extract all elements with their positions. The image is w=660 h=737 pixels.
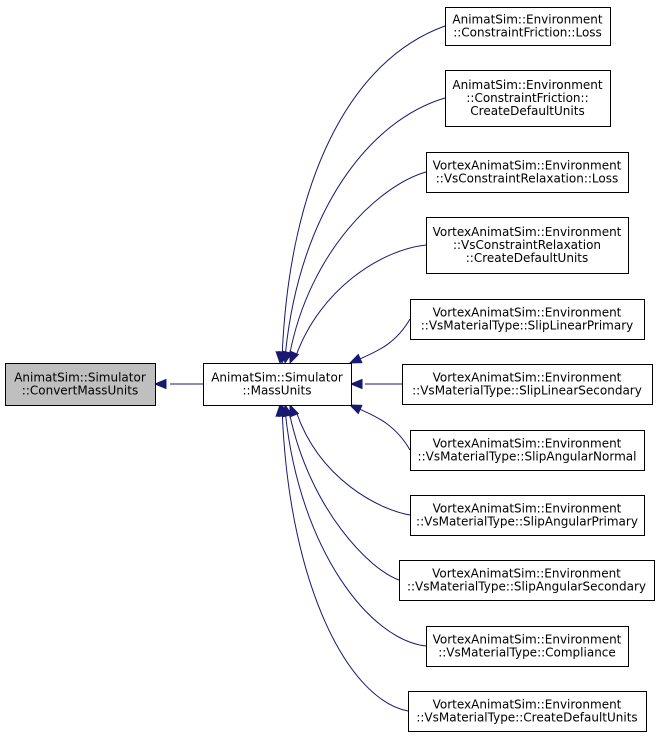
edge-caller-to-hub xyxy=(348,318,411,364)
caller-node-box xyxy=(426,152,629,193)
caller-node[interactable]: VortexAnimatSim::Environment::VsMaterial… xyxy=(410,430,645,471)
hub-node-label: ::MassUnits xyxy=(243,384,312,398)
caller-node-label: VortexAnimatSim::Environment xyxy=(433,437,622,451)
caller-node-label: VortexAnimatSim::Environment xyxy=(433,159,622,173)
caller-node-label: VortexAnimatSim::Environment xyxy=(433,225,622,239)
caller-node[interactable]: AnimatSim::Environment::ConstraintFricti… xyxy=(445,70,611,127)
caller-node-box xyxy=(399,560,655,601)
caller-node-label: ::CreateDefaultUnits xyxy=(466,251,588,265)
nodes-layer: AnimatSim::Simulator::ConvertMassUnitsAn… xyxy=(5,7,655,732)
caller-node-box xyxy=(408,691,647,732)
caller-node-label: ::VsMaterialType::SlipAngularNormal xyxy=(418,450,637,464)
caller-node-label: CreateDefaultUnits xyxy=(470,104,584,118)
focus-node-label: ::ConvertMassUnits xyxy=(22,384,138,398)
caller-node[interactable]: VortexAnimatSim::Environment::VsMaterial… xyxy=(410,299,645,340)
caller-node[interactable]: VortexAnimatSim::Environment::VsMaterial… xyxy=(410,495,645,536)
caller-node-box xyxy=(402,364,653,405)
hub-node[interactable]: AnimatSim::Simulator::MassUnits xyxy=(203,363,352,406)
caller-node[interactable]: VortexAnimatSim::Environment::VsMaterial… xyxy=(399,560,655,601)
caller-node-box xyxy=(410,299,645,340)
caller-node-label: VortexAnimatSim::Environment xyxy=(433,633,622,647)
caller-node-label: VortexAnimatSim::Environment xyxy=(432,567,621,581)
caller-node[interactable]: AnimatSim::Environment::ConstraintFricti… xyxy=(445,7,611,46)
hub-node-box xyxy=(203,363,352,406)
hub-node-label: AnimatSim::Simulator xyxy=(211,371,343,385)
caller-node-label: ::VsMaterialType::SlipAngularPrimary xyxy=(416,515,638,529)
focus-node[interactable]: AnimatSim::Simulator::ConvertMassUnits xyxy=(5,363,156,406)
edge-caller-to-hub xyxy=(349,378,402,390)
caller-node-label: VortexAnimatSim::Environment xyxy=(433,371,622,385)
caller-node-box xyxy=(445,70,611,127)
caller-node[interactable]: VortexAnimatSim::Environment::VsConstrai… xyxy=(426,152,629,193)
edge-hub-to-focus xyxy=(153,378,203,390)
caller-node[interactable]: VortexAnimatSim::Environment::VsMaterial… xyxy=(408,691,647,732)
caller-node-label: ::ConstraintFriction:: xyxy=(466,91,588,105)
caller-node-label: AnimatSim::Environment xyxy=(452,78,603,92)
caller-node-label: ::VsMaterialType::SlipLinearPrimary xyxy=(421,319,634,333)
edges-layer xyxy=(153,25,446,712)
caller-node-label: ::VsConstraintRelaxation xyxy=(453,238,601,252)
caller-node-label: ::VsConstraintRelaxation::Loss xyxy=(436,172,618,186)
caller-node-label: AnimatSim::Environment xyxy=(452,13,603,27)
caller-node-label: ::VsMaterialType::Compliance xyxy=(438,646,616,660)
caller-node-label: VortexAnimatSim::Environment xyxy=(433,306,622,320)
edge-caller-to-hub xyxy=(289,403,411,516)
caller-node-box xyxy=(445,7,611,46)
caller-node-label: ::VsMaterialType::SlipLinearSecondary xyxy=(412,384,642,398)
caller-node-box xyxy=(426,626,629,667)
caller-node-box xyxy=(426,217,629,274)
caller-node-label: VortexAnimatSim::Environment xyxy=(433,502,622,516)
caller-node[interactable]: VortexAnimatSim::Environment::VsMaterial… xyxy=(426,626,629,667)
focus-node-box xyxy=(5,363,156,406)
caller-node[interactable]: VortexAnimatSim::Environment::VsMaterial… xyxy=(402,364,653,405)
caller-node-box xyxy=(410,430,645,471)
edge-caller-to-hub xyxy=(275,403,409,712)
caller-node[interactable]: VortexAnimatSim::Environment::VsConstrai… xyxy=(426,217,629,274)
caller-node-label: VortexAnimatSim::Environment xyxy=(433,698,622,712)
edge-caller-to-hub xyxy=(348,404,411,451)
edge-caller-to-hub xyxy=(282,171,427,365)
caller-node-label: ::VsMaterialType::SlipAngularSecondary xyxy=(407,580,646,594)
focus-node-label: AnimatSim::Simulator xyxy=(14,371,146,385)
edge-caller-to-hub xyxy=(289,244,427,365)
caller-node-box xyxy=(410,495,645,536)
caller-node-label: ::VsMaterialType::CreateDefaultUnits xyxy=(416,711,637,725)
caller-node-label: ::ConstraintFriction::Loss xyxy=(453,26,602,40)
